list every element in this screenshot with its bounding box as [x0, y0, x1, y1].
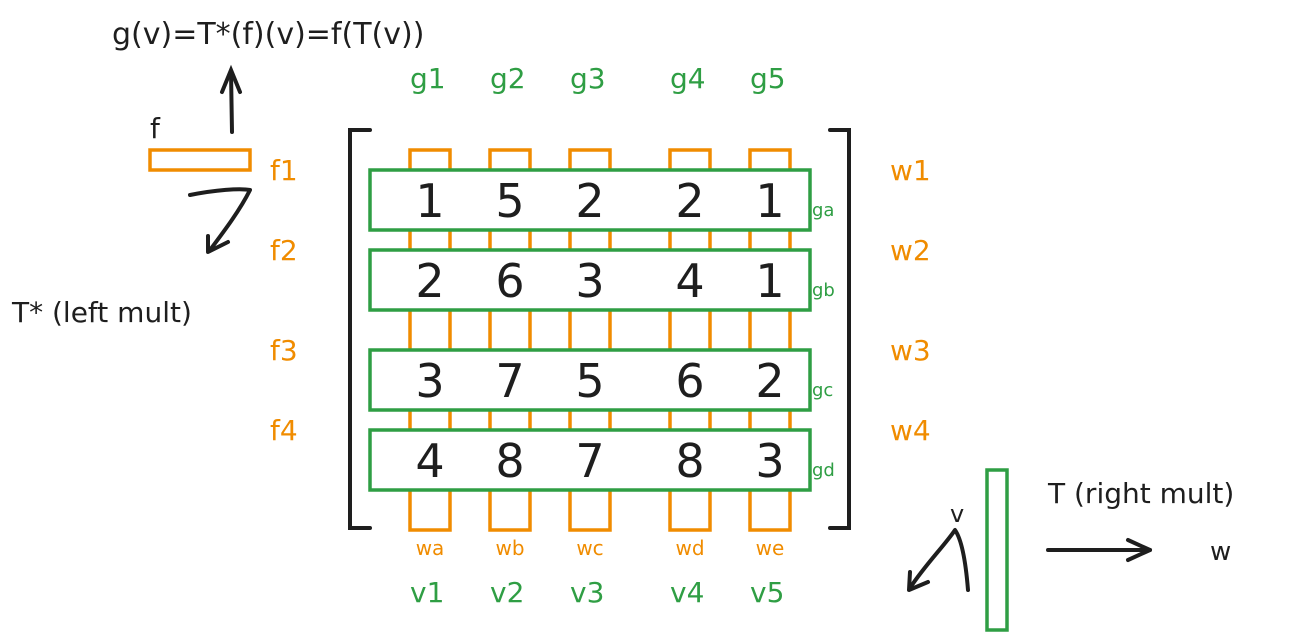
right-arrow-icon	[1046, 538, 1152, 562]
matrix-cell: 3	[755, 434, 784, 488]
top-column-label: g1	[410, 62, 446, 95]
matrix-cell: 7	[575, 434, 604, 488]
bottom-column-label: v2	[490, 576, 524, 609]
top-column-label: g2	[490, 62, 526, 95]
matrix-cell: 3	[575, 254, 604, 308]
column-bar	[668, 148, 712, 532]
t-label: T (right mult)	[1047, 477, 1234, 510]
top-column-label: g3	[570, 62, 606, 95]
left-mult-arrow-icon	[188, 187, 252, 254]
column-bar-label: we	[756, 536, 785, 560]
matrix-cell: 2	[575, 174, 604, 228]
row-box	[368, 168, 812, 232]
left-row-label: f4	[270, 414, 298, 447]
matrix-cell: 6	[675, 354, 704, 408]
row-box-label: ga	[812, 200, 834, 221]
matrix-cell: 1	[415, 174, 444, 228]
matrix-cell: 2	[755, 354, 784, 408]
matrix-cell: 7	[495, 354, 524, 408]
row-box	[368, 248, 812, 312]
row-boxes	[368, 168, 812, 492]
matrix-cell: 2	[415, 254, 444, 308]
matrix-cell: 4	[675, 254, 704, 308]
right-mult-arrow-icon	[907, 528, 970, 592]
row-box-label: gb	[812, 280, 835, 301]
left-row-label: f1	[270, 154, 298, 187]
matrix-cell: 4	[415, 434, 444, 488]
v-label: v	[950, 500, 964, 528]
formula-label: g(v)=T*(f)(v)=f(T(v))	[112, 17, 424, 52]
row-box	[368, 348, 812, 412]
t-star-label: T* (left mult)	[11, 296, 192, 329]
left-bracket	[348, 128, 372, 530]
matrix-cell: 8	[495, 434, 524, 488]
row-box-label: gc	[812, 380, 833, 401]
matrix-cell: 2	[675, 174, 704, 228]
right-bracket	[828, 128, 851, 530]
f-label: f	[150, 112, 161, 145]
left-row-label: f2	[270, 234, 298, 267]
matrix-cell: 6	[495, 254, 524, 308]
row-box	[368, 428, 812, 492]
bottom-column-label: v4	[670, 576, 704, 609]
matrix-cell: 8	[675, 434, 704, 488]
matrix-labels: g1 g2 g3 g4 g5 v1 v2 v3 v4 v5 wa wb wc wd we f1 f2 f3 f4 ga…	[270, 62, 931, 609]
column-bar	[568, 148, 612, 532]
column-bar	[748, 148, 792, 532]
left-row-label: f3	[270, 334, 298, 367]
row-box-label: gd	[812, 460, 835, 481]
column-bar	[408, 148, 452, 532]
right-row-label: w1	[890, 154, 931, 187]
w-label: w	[1210, 537, 1231, 567]
top-column-label: g5	[750, 62, 786, 95]
v-column-vector	[985, 468, 1009, 632]
matrix-cell: 3	[415, 354, 444, 408]
matrix-cell: 1	[755, 174, 784, 228]
matrix-cell: 5	[495, 174, 524, 228]
top-column-label: g4	[670, 62, 706, 95]
column-bar-label: wd	[675, 536, 704, 560]
bottom-column-label: v1	[410, 576, 444, 609]
right-row-label: w3	[890, 334, 931, 367]
matrix-cell: 1	[755, 254, 784, 308]
matrix-cell: 5	[575, 354, 604, 408]
column-bar-label: wb	[495, 536, 524, 560]
bottom-column-label: v5	[750, 576, 784, 609]
column-bar	[488, 148, 532, 532]
column-bar-label: wc	[576, 536, 603, 560]
column-bar-label: wa	[416, 536, 445, 560]
up-arrow-icon	[220, 64, 242, 134]
f-row-vector	[148, 148, 252, 172]
column-bars	[408, 148, 792, 532]
right-row-label: w4	[890, 414, 931, 447]
right-row-label: w2	[890, 234, 931, 267]
bottom-column-label: v3	[570, 576, 604, 609]
